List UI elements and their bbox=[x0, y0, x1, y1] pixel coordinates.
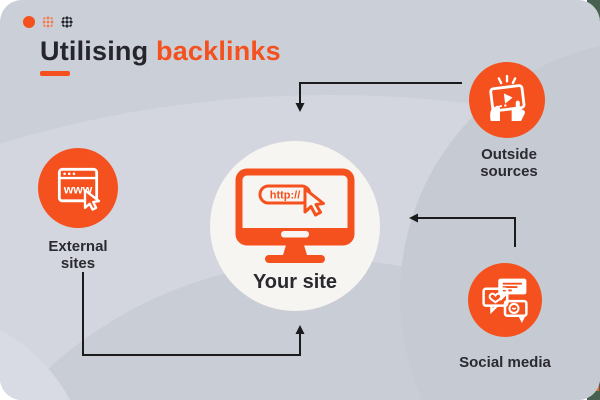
external-sites-label: External sites bbox=[48, 238, 108, 272]
window-dots bbox=[23, 16, 73, 28]
left-hand-icon bbox=[490, 105, 500, 121]
window-dot-halftone-black bbox=[61, 16, 73, 28]
emoji-icon bbox=[508, 302, 520, 314]
window-dot-halftone-orange bbox=[42, 16, 54, 28]
browser-www-icon: www bbox=[57, 167, 101, 211]
monitor-icon: http:// bbox=[235, 168, 355, 263]
heart-icon bbox=[488, 292, 503, 304]
page-title: Utilising backlinks bbox=[40, 36, 281, 67]
chat-bubbles-icon bbox=[482, 278, 528, 324]
outside-sources-node bbox=[469, 62, 545, 138]
your-site-node: http:// Your site bbox=[210, 141, 380, 311]
external-sites-node: www bbox=[38, 148, 118, 228]
pointing-hand-icon bbox=[511, 100, 525, 121]
title-highlight: backlinks bbox=[156, 36, 281, 66]
cursor-icon bbox=[83, 189, 101, 211]
social-media-node bbox=[468, 263, 542, 337]
cursor-icon bbox=[303, 187, 325, 217]
your-site-label: Your site bbox=[252, 271, 338, 293]
window-dot-orange bbox=[23, 16, 35, 28]
title-prefix: Utilising bbox=[40, 36, 156, 66]
tablet-play-icon bbox=[489, 74, 526, 121]
url-text: http:// bbox=[270, 190, 301, 202]
social-media-label: Social media bbox=[459, 354, 551, 371]
title-underline bbox=[40, 71, 70, 76]
outside-sources-label: Outside sources bbox=[480, 146, 538, 180]
